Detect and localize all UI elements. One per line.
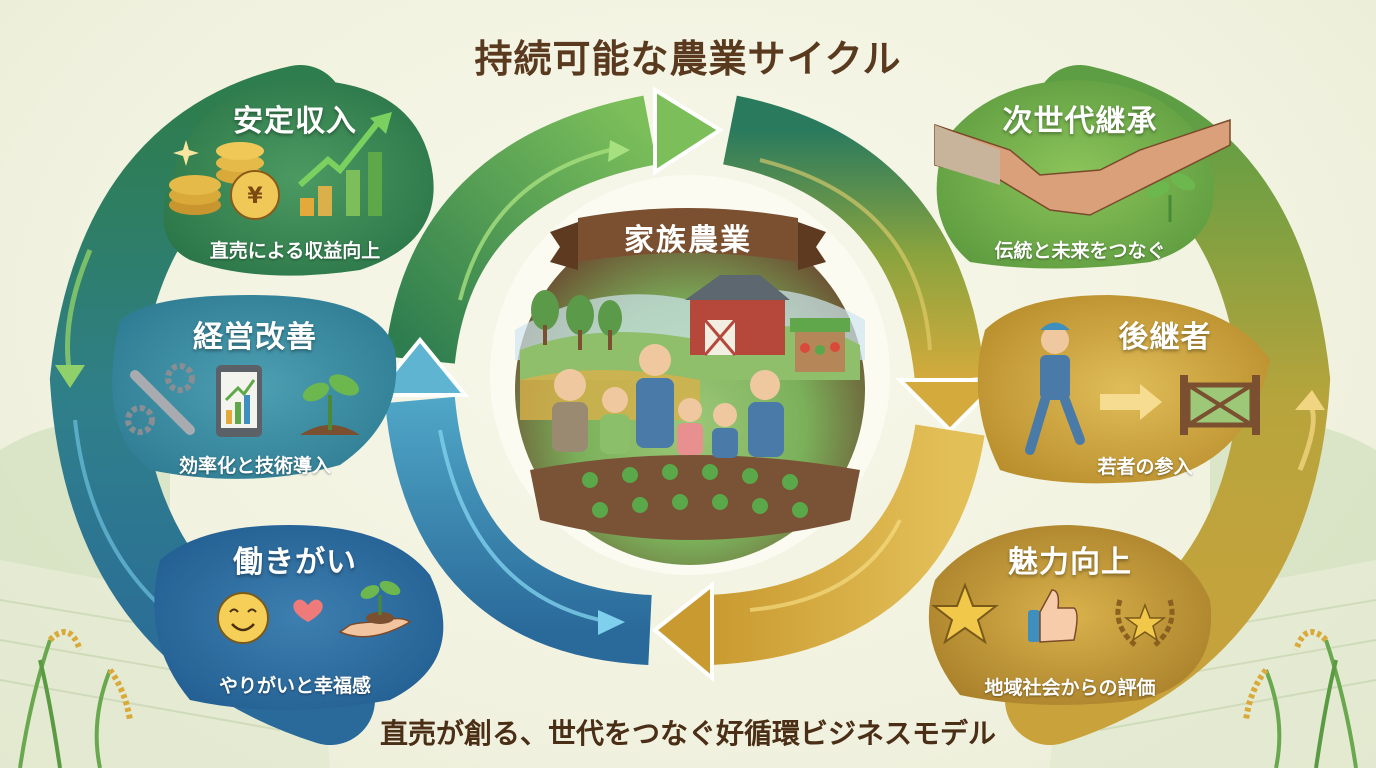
trees-icon — [531, 290, 622, 350]
tablet-chart-icon — [216, 365, 262, 437]
page-subtitle: 直売が創る、世代をつなぐ好循環ビジネスモデル — [379, 717, 996, 750]
node-title: 次世代継承 — [1002, 104, 1158, 139]
node-caption: やりがいと幸福感 — [218, 675, 371, 697]
farm-gate-icon — [1180, 375, 1260, 435]
node-job-satisfaction: 働きがい やりがいと幸福感 — [165, 537, 425, 698]
bubble-motivation — [154, 525, 444, 710]
arrow-right-icon — [1100, 384, 1162, 420]
node-caption: 伝統と未来をつなぐ — [994, 240, 1166, 262]
top-arc-arrow — [385, 95, 657, 365]
node-successor: 後継者 若者の参入 — [1090, 312, 1240, 479]
node-appeal: 魅力向上 地域社会からの評価 — [940, 537, 1200, 700]
market-stand-icon — [790, 318, 850, 372]
sprout-right-icon — [1146, 173, 1196, 222]
node-caption: 地域社会からの評価 — [984, 677, 1156, 699]
family-figures-icon — [552, 344, 784, 458]
node-title: 働きがい — [233, 545, 357, 580]
barn-icon — [685, 275, 790, 356]
wrench-gears-icon — [125, 363, 195, 435]
handshake-icon — [934, 118, 1231, 216]
node-caption: 直売による収益向上 — [209, 240, 381, 262]
growth-chart-icon — [298, 112, 392, 216]
node-title: 安定収入 — [233, 104, 357, 139]
sprout-icon — [300, 374, 360, 435]
ribbon-banner — [550, 208, 826, 270]
heart-icon — [293, 599, 323, 622]
rice-stalk-left-icon — [18, 629, 133, 768]
center-banner-label: 家族農業 — [624, 223, 752, 258]
node-caption: 効率化と技術導入 — [178, 455, 331, 477]
svg-text:¥: ¥ — [247, 184, 263, 209]
hand-sprout-icon — [338, 580, 412, 638]
node-next-generation: 次世代継承 伝統と未来をつなぐ — [955, 96, 1205, 263]
sparkle-icon — [173, 140, 199, 166]
node-management-improvement: 経営改善 効率化と技術導入 — [120, 312, 390, 478]
yen-coins-icon: ¥ — [169, 142, 280, 220]
node-title: 経営改善 — [193, 320, 317, 355]
thumbs-up-icon — [1028, 589, 1078, 643]
star-icon — [931, 582, 999, 645]
node-caption: 若者の参入 — [1097, 456, 1193, 478]
smiley-icon — [217, 592, 269, 644]
down-arrow-left-icon — [55, 365, 85, 388]
right-arc-arrow — [722, 95, 985, 384]
rice-stalk-right-icon — [1243, 629, 1358, 768]
node-title: 後継者 — [1118, 320, 1212, 355]
laurel-star-icon — [1115, 599, 1175, 647]
young-farmer-icon — [1025, 322, 1085, 455]
left-arc-arrow — [385, 396, 653, 665]
node-stable-income: 安定収入 直売による収益向上 — [170, 96, 420, 263]
node-title: 魅力向上 — [1008, 545, 1132, 580]
bubble-stable-income — [163, 80, 434, 276]
page-title: 持続可能な農業サイクル — [474, 37, 902, 81]
up-arrow-right-icon — [1295, 390, 1325, 410]
bottom-arc-arrow — [707, 423, 985, 665]
